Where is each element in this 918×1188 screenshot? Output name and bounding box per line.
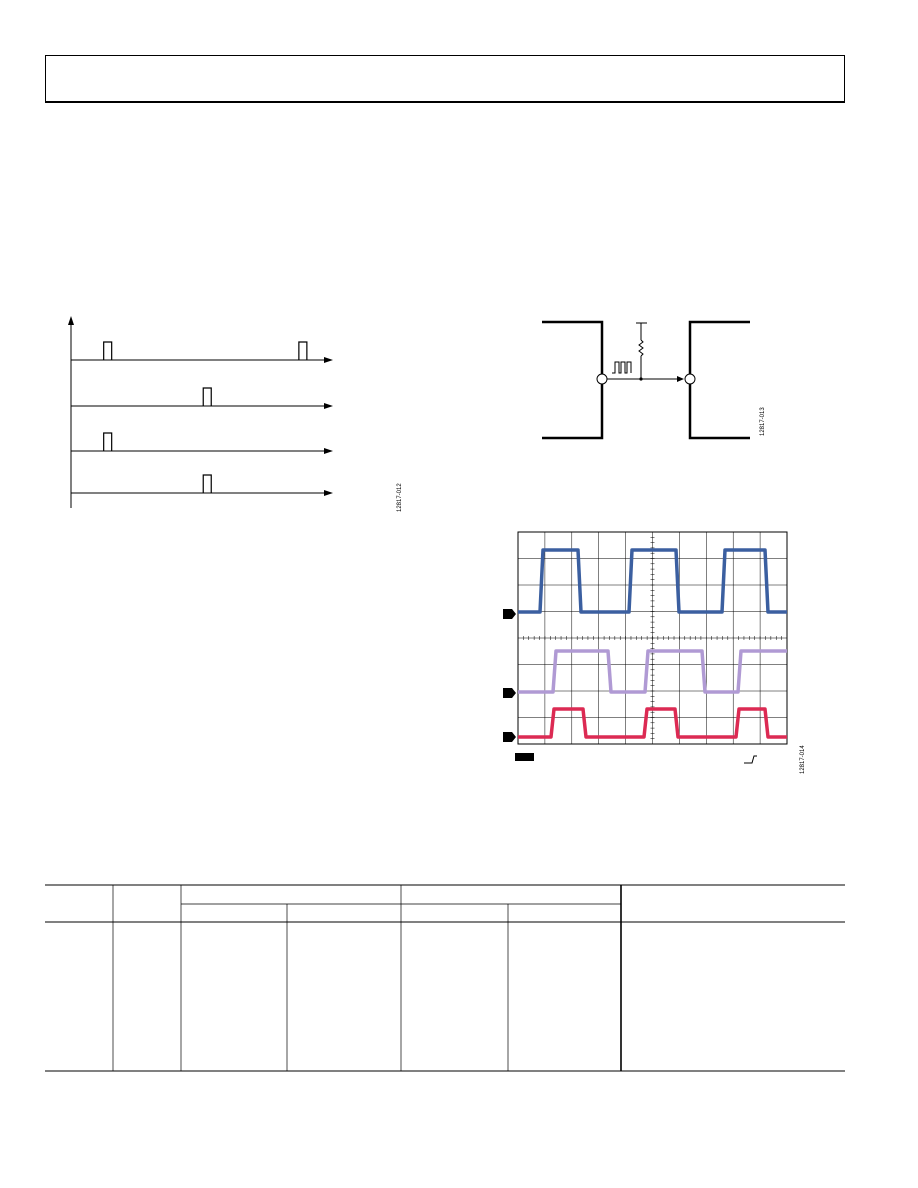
left-pin — [596, 373, 608, 385]
timing-pulse — [202, 387, 212, 406]
timing-pulse — [202, 474, 212, 493]
timing-pulse — [103, 432, 113, 451]
scope-trace-channel-1 — [518, 548, 787, 614]
bus-arrow — [677, 376, 684, 382]
scope-grid — [517, 531, 788, 745]
pulse-train-glyph — [612, 361, 632, 374]
pullup-resistor — [638, 339, 644, 357]
timing-baseline-arrow — [324, 357, 333, 363]
timing-y-axis-arrow — [68, 316, 74, 325]
scope-trace-channel-3 — [518, 707, 787, 739]
scope-trace-channel-2 — [518, 649, 787, 694]
timing-pulse — [298, 341, 308, 360]
channel-1-marker — [503, 609, 516, 619]
channel-3-marker — [503, 732, 516, 742]
timing-baseline-arrow — [324, 490, 333, 496]
timing-pulse — [103, 341, 113, 360]
scope-traces — [518, 548, 787, 739]
timing-baseline-arrow — [324, 403, 333, 409]
timing-rows — [71, 341, 333, 496]
channel-2-marker — [503, 688, 516, 698]
scope-status-block — [515, 753, 534, 761]
page-header-box — [45, 55, 845, 103]
trigger-edge-icon — [744, 755, 757, 764]
right-pin — [684, 373, 696, 385]
timing-baseline-arrow — [324, 448, 333, 454]
